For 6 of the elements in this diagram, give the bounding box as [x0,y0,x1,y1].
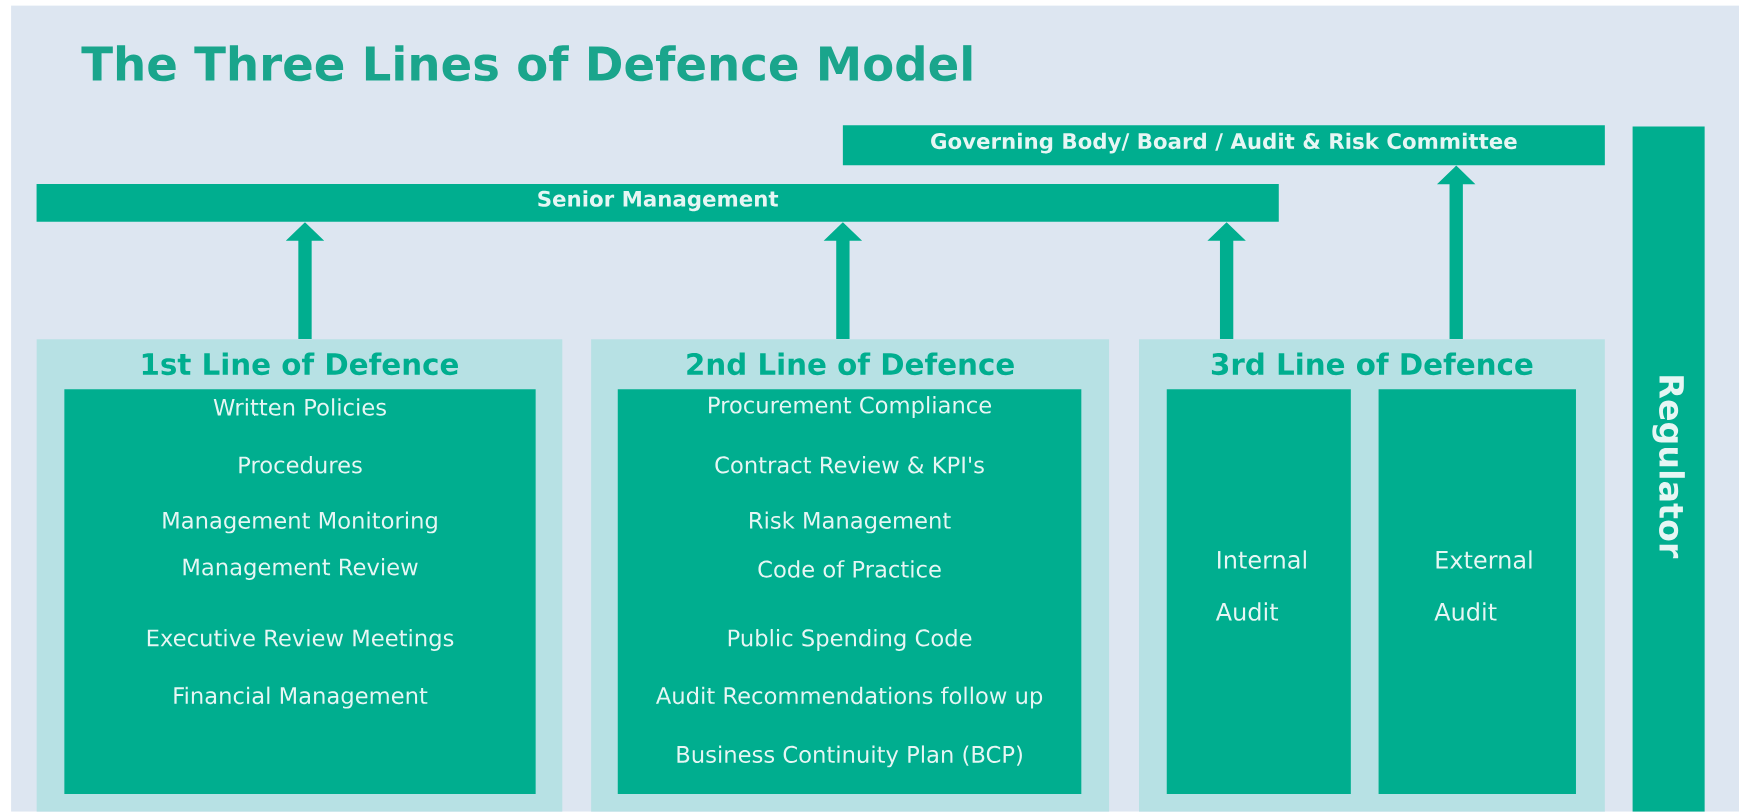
audit-box: Internal Audit [1166,389,1351,795]
audit-box: External Audit [1378,389,1576,795]
title: The Three Lines of Defence Model [81,45,972,82]
side-bar: Regulator [1632,126,1705,812]
content-box: Procurement Compliance Contract Review & KPI's Risk Management Code of Practice Public Spending Code Audit Recommendations follow up Business Continuity Plan (BCP) [617,389,1082,795]
content-box: Written Policies Procedures Management Monitoring Management Review Executive Review Meetings Financial Management [64,389,536,795]
